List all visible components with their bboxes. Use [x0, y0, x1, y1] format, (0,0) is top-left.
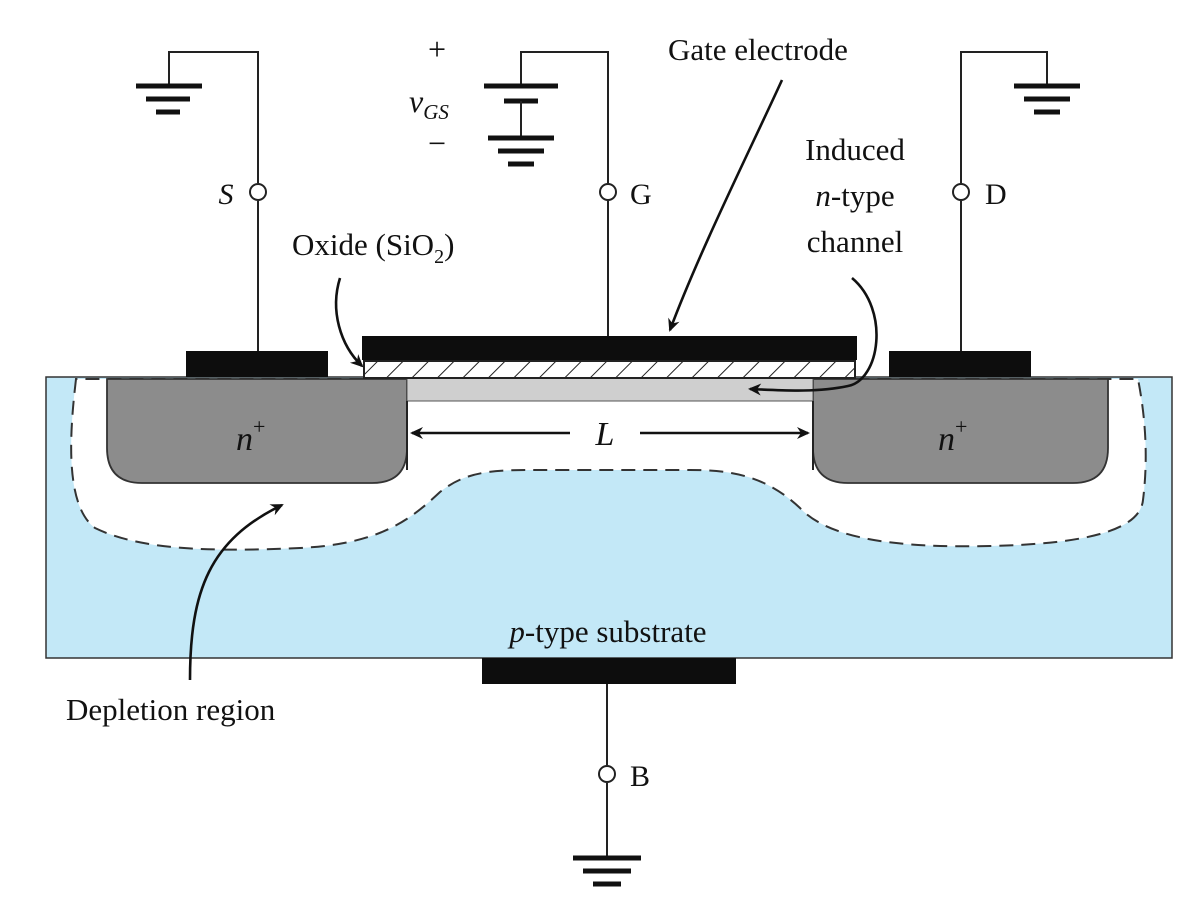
- body-contact: [482, 658, 736, 684]
- n-plus-right-superscript: +: [955, 414, 967, 439]
- gate-terminal: [599, 183, 617, 201]
- n-plus-left-superscript: +: [253, 414, 265, 439]
- gate-voltage-source-icon: [484, 83, 558, 167]
- gate-electrode: [362, 336, 857, 360]
- induced-channel-caption-line1: Induced: [805, 132, 905, 167]
- drain-label: D: [985, 178, 1007, 211]
- n-plus-right-n: n: [938, 421, 955, 458]
- source-terminal: [249, 183, 267, 201]
- body-terminal: [598, 765, 616, 783]
- substrate-caption-p: p: [507, 614, 525, 649]
- drain-terminal: [952, 183, 970, 201]
- source-ground-icon: [136, 83, 202, 115]
- depletion-arrow: [188, 503, 284, 681]
- gate-electrode-caption: Gate electrode: [668, 32, 848, 67]
- induced-channel-caption-line2: n-type: [815, 178, 894, 213]
- oxide-caption-prefix: Oxide (SiO: [292, 227, 434, 262]
- vgs-plus-sign: +: [428, 31, 446, 67]
- body-ground-icon: [573, 855, 641, 887]
- oxide-layer: [363, 360, 856, 379]
- depletion-region-caption: Depletion region: [66, 692, 276, 727]
- n-plus-left-label: n+: [236, 414, 265, 458]
- source-contact: [186, 351, 328, 377]
- oxide-caption: Oxide (SiO2): [292, 227, 454, 268]
- gate-wiring: [520, 51, 609, 336]
- substrate-caption-rest: -type substrate: [525, 614, 707, 649]
- source-wiring: [168, 51, 259, 351]
- gate-label: G: [630, 178, 652, 211]
- vgs-subscript: GS: [423, 100, 449, 124]
- drain-ground-icon: [1014, 83, 1080, 115]
- n-plus-left-n: n: [236, 421, 253, 458]
- drain-wiring: [960, 51, 1048, 351]
- n-plus-drain-region: [812, 378, 1109, 484]
- induced-channel-type: -type: [831, 178, 895, 213]
- body-label: B: [630, 760, 650, 793]
- n-plus-right-label: n+: [938, 414, 967, 458]
- induced-channel-n: n: [815, 178, 831, 213]
- channel-length-dimension: [406, 401, 814, 470]
- channel-length-label: L: [595, 416, 615, 453]
- oxide-arrow: [334, 277, 364, 368]
- drain-contact: [889, 351, 1031, 377]
- oxide-caption-subscript: 2: [434, 246, 444, 268]
- substrate-caption: p-type substrate: [507, 614, 706, 649]
- vgs-label: vGS: [409, 83, 449, 124]
- oxide-caption-suffix: ): [444, 227, 454, 262]
- gate-electrode-arrow: [668, 79, 784, 332]
- induced-channel-caption-line3: channel: [807, 224, 903, 259]
- source-label: S: [219, 178, 234, 211]
- vgs-symbol: v: [409, 83, 424, 119]
- vgs-minus-sign: −: [428, 125, 446, 161]
- channel-arrow: [748, 277, 878, 396]
